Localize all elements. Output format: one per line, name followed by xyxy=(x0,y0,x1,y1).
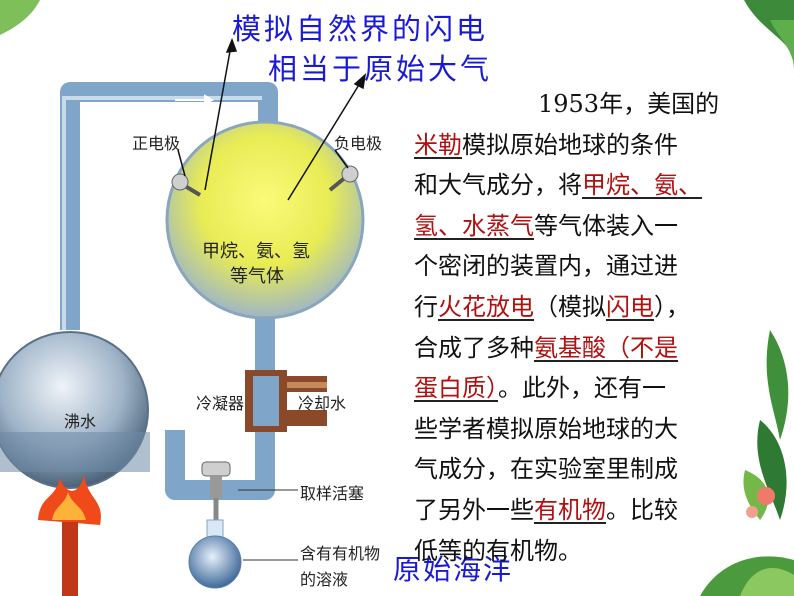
label-sampling-valve: 取样活塞 xyxy=(300,484,365,503)
body-line-2: 米勒模拟原始地球的条件 xyxy=(414,125,764,166)
pointer-arrows xyxy=(177,37,367,201)
body-line-6: 行火花放电（模拟闪电）， xyxy=(414,287,764,328)
condenser xyxy=(245,370,327,432)
body-text-span: 了另外一些 xyxy=(414,495,534,524)
label-negative-electrode: 负电极 xyxy=(334,134,383,153)
flame-icon xyxy=(38,475,101,596)
body-line-1: 1953年，美国的 xyxy=(538,90,720,118)
body-text-span: 合成了多种 xyxy=(414,333,534,362)
body-line-10: 气成分，在实验室里制成 xyxy=(414,455,678,484)
label-gas-mixture-1: 甲烷、氨、氢 xyxy=(202,241,310,262)
body-text-span: （模拟 xyxy=(534,292,606,321)
gas-chamber xyxy=(165,120,365,320)
ocean-label: 原始海洋 xyxy=(393,553,514,586)
keyword-gases-cont: 氢、水蒸气 xyxy=(414,211,534,240)
title-line-1: 模拟自然界的闪电 xyxy=(232,12,489,46)
body-line-4: 氢、水蒸气等气体装入一 xyxy=(414,206,764,247)
body-line-7: 合成了多种氨基酸（不是 xyxy=(414,328,764,369)
body-line-12: 低等的有机物。 xyxy=(414,536,582,565)
body-text-span: 等气体装入一 xyxy=(534,211,678,240)
keyword-protein: 蛋白质） xyxy=(414,374,498,403)
body-text-span: 和大气成分，将 xyxy=(414,171,582,200)
label-gas-mixture-2: 等气体 xyxy=(230,266,284,287)
body-text-span: 行 xyxy=(414,292,438,321)
keyword-spark-discharge: 火花放电 xyxy=(438,292,534,321)
body-line-11: 了另外一些有机物。比较 xyxy=(414,490,764,531)
body-paragraph: 1953年，美国的 米勒模拟原始地球的条件 和大气成分，将甲烷、氨、 氢、水蒸气… xyxy=(414,84,764,571)
sampling-valve xyxy=(201,461,231,520)
keyword-gases: 甲烷、氨、 xyxy=(582,171,702,200)
body-line-5: 个密闭的装置内，通过进 xyxy=(414,252,678,281)
keyword-amino-acids: 氨基酸（不是 xyxy=(534,333,678,362)
title-line-2: 相当于原始大气 xyxy=(268,52,493,86)
collection-flask xyxy=(188,519,242,589)
keyword-miller: 米勒 xyxy=(414,130,462,159)
leaf-decoration-top-right xyxy=(744,0,794,70)
label-condenser: 冷凝器 xyxy=(196,394,245,413)
leaf-decoration-bottom-right xyxy=(700,556,794,596)
keyword-organic-matter: 有机物 xyxy=(534,495,606,524)
label-solution-2: 的溶液 xyxy=(300,570,349,589)
label-positive-electrode: 正电极 xyxy=(132,134,181,153)
body-text-span: 模拟原始地球的条件 xyxy=(462,130,678,159)
body-line-3: 和大气成分，将甲烷、氨、 xyxy=(414,165,764,206)
body-text-span: 。此外，还有一 xyxy=(498,374,666,403)
body-line-9: 些学者模拟原始地球的大 xyxy=(414,414,678,443)
body-line-8: 蛋白质）。此外，还有一 xyxy=(414,368,764,409)
label-solution-1: 含有有机物 xyxy=(300,544,381,563)
body-text-span: 。比较 xyxy=(606,495,678,524)
label-boiling-water: 沸水 xyxy=(64,412,97,431)
leaf-decoration-right xyxy=(743,330,789,520)
keyword-lightning: 闪电 xyxy=(606,292,654,321)
body-text-span: ）， xyxy=(654,292,690,321)
leaf-decoration-top-left xyxy=(0,0,40,35)
label-cooling-water: 冷却水 xyxy=(298,394,347,413)
